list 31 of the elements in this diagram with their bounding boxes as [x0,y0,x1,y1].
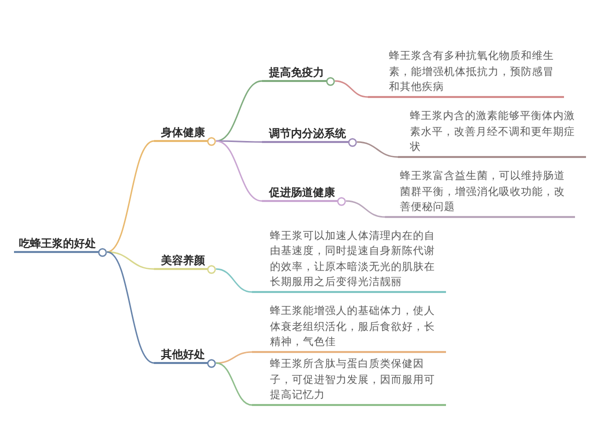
note-text: 蜂王浆能增强人的基础体力，使人体衰老组织活化，服后食欲好，长精神，气色佳 [270,304,436,350]
branch-connector [346,200,386,218]
mindmap-topic [262,66,335,86]
note-text: 蜂王浆含有多种抗氧化物质和维生素，能增强机体抵抗力，预防感冒和其他疾病 [389,49,555,95]
mindmap-topic [14,236,107,256]
note-text: 蜂王浆富含益生菌，可以维持肠道菌群平衡，增强消化吸收功能，改善便秘问题 [400,169,566,215]
branch-connector [106,251,154,270]
topic-text: 提高免疫力 [269,66,324,80]
mindmap-topic [154,348,216,368]
branch-connector [356,141,398,158]
branch-connector [334,80,368,98]
topic-text: 其他好处 [161,348,205,362]
note-text: 蜂王浆可以加速人体清理内在的自由基速度，同时提速自身新陈代谢的效率，让原本暗淡无光的肌肤在长期服用之后变得光洁靓丽 [270,228,436,290]
note-text: 蜂王浆内含的激素能够平衡体内激素水平，改善月经不调和更年期症状 [410,109,576,155]
topic-text: 身体健康 [161,126,205,140]
branch-connector [106,251,154,364]
branch-connector [216,351,252,364]
branch-connector [216,362,252,406]
topic-text: 美容养颜 [161,254,205,268]
note-text: 蜂王浆所含肽与蛋白质类保健因子，可促进智力发展，因而服用可提高记忆力 [270,357,436,403]
branch-connector [216,80,262,142]
mindmap-topic [262,126,357,146]
topic-text: 促进肠道健康 [269,186,335,200]
mindmap-topic [154,254,216,274]
branch-connector [216,268,252,293]
topic-text: 调节内分泌系统 [269,126,346,140]
branch-connector [106,140,154,253]
mindmap-topic [154,126,216,146]
topic-text: 吃蜂王浆的好处 [19,236,96,250]
branch-connector [216,140,262,202]
mindmap-topic [262,186,346,206]
